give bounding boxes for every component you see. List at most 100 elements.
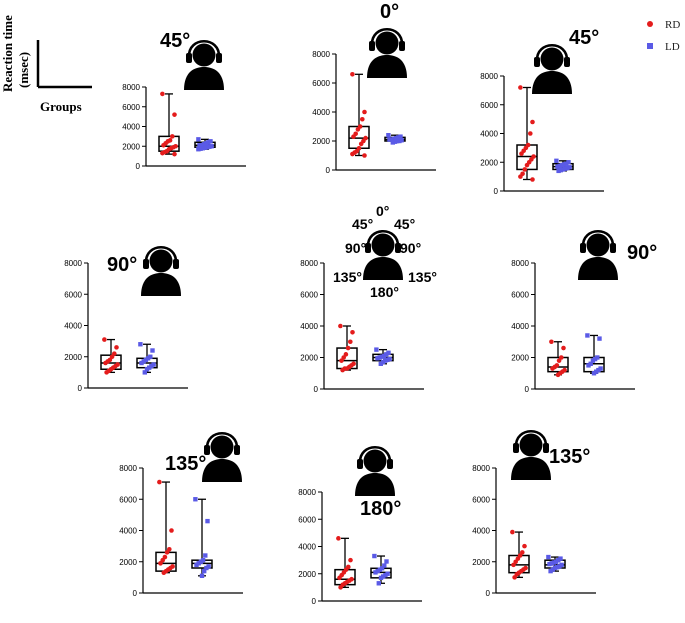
data-point: [530, 177, 535, 182]
data-point: [340, 367, 345, 373]
angle-label-bottom-center: 180°: [360, 498, 401, 520]
angle-label-middle-left: 90°: [107, 254, 137, 276]
y-tick-label: 8000: [511, 259, 529, 268]
body-shape: [367, 55, 407, 78]
data-point: [139, 360, 144, 366]
series-ld: [372, 347, 394, 366]
data-point: [555, 372, 561, 378]
body-shape: [202, 459, 242, 482]
y-tick-label: 0: [326, 166, 331, 175]
data-point: [197, 143, 202, 148]
data-point: [391, 136, 397, 142]
data-point: [375, 568, 380, 574]
center-label-bottom: 180°: [370, 284, 399, 300]
y-tick-label: 6000: [312, 79, 330, 88]
series-rd: [348, 72, 370, 158]
data-point: [351, 134, 356, 139]
data-point: [378, 361, 383, 366]
data-point: [377, 355, 382, 360]
angle-labels: 45° 0° 45° 90° 90° 135° 180° 135° 0° 45°…: [107, 1, 657, 520]
ear-cup-left: [580, 243, 586, 253]
data-point: [590, 358, 596, 363]
y-tick-label: 8000: [312, 50, 330, 59]
ear-cup-left: [513, 443, 519, 453]
data-point: [374, 347, 379, 352]
data-point: [378, 575, 384, 581]
legend-rd-marker: [647, 21, 653, 27]
series-ld: [544, 554, 566, 574]
series-rd: [516, 85, 538, 182]
y-tick-label: 2000: [64, 353, 82, 362]
ear-cup-right: [610, 243, 616, 253]
data-point: [385, 357, 390, 363]
y-tick-label: 0: [312, 597, 317, 606]
y-tick-label: 4000: [472, 527, 490, 536]
data-point: [530, 119, 535, 125]
headband: [581, 230, 615, 248]
y-tick-label: 8000: [298, 488, 316, 497]
y-tick-label: 6000: [64, 290, 82, 299]
data-point: [522, 543, 527, 549]
angle-label-middle-right: 90°: [627, 242, 657, 264]
data-point: [528, 131, 533, 136]
center-label-top-left: 45°: [352, 216, 373, 232]
ear-cup-left: [143, 259, 149, 269]
headphones-person-icon: [202, 432, 242, 482]
data-point: [203, 553, 208, 558]
data-point: [395, 138, 400, 144]
data-point: [355, 127, 361, 132]
headphones-person-icon: [363, 230, 403, 280]
data-point: [389, 137, 394, 142]
data-point: [362, 153, 367, 158]
series-rd: [155, 479, 177, 575]
data-point: [350, 151, 355, 157]
data-point: [358, 141, 364, 147]
series-rd: [158, 91, 180, 157]
headband: [144, 246, 178, 264]
data-point: [339, 358, 344, 363]
data-point: [585, 333, 590, 338]
key-y-units: (msec): [16, 52, 31, 88]
ear-cup-left: [357, 459, 363, 469]
key-y-title: Reaction time: [0, 15, 15, 92]
ear-cup-right: [395, 243, 401, 253]
data-point: [554, 158, 559, 164]
data-point: [160, 150, 165, 156]
body-shape: [511, 457, 551, 480]
ear-cup-left: [204, 445, 210, 455]
data-point: [387, 137, 392, 142]
data-point: [375, 356, 380, 361]
y-tick-label: 0: [494, 187, 499, 196]
data-point: [376, 581, 381, 586]
y-tick-label: 2000: [480, 158, 498, 167]
center-label-low-left: 135°: [333, 269, 362, 285]
data-point: [103, 360, 108, 366]
data-point: [591, 371, 597, 376]
y-tick-label: 8000: [480, 72, 498, 81]
y-tick-label: 0: [486, 589, 491, 598]
data-point: [397, 138, 402, 144]
series-ld: [191, 497, 213, 579]
headphones-person-icon: [511, 430, 551, 480]
data-point: [164, 550, 170, 555]
headband: [514, 430, 548, 448]
series-rd: [100, 337, 122, 375]
y-tick-label: 2000: [298, 570, 316, 579]
y-tick-label: 8000: [119, 464, 137, 473]
body-shape: [184, 67, 224, 90]
head-shape: [371, 233, 395, 257]
ear-cup-right: [216, 53, 222, 63]
headphones-person-icon: [367, 28, 407, 78]
ear-cup-left: [186, 53, 192, 63]
data-point: [381, 574, 386, 579]
ear-cup-right: [399, 41, 405, 51]
headband: [205, 432, 239, 450]
headphones-person-icon: [355, 446, 395, 496]
series-ld: [370, 553, 392, 586]
